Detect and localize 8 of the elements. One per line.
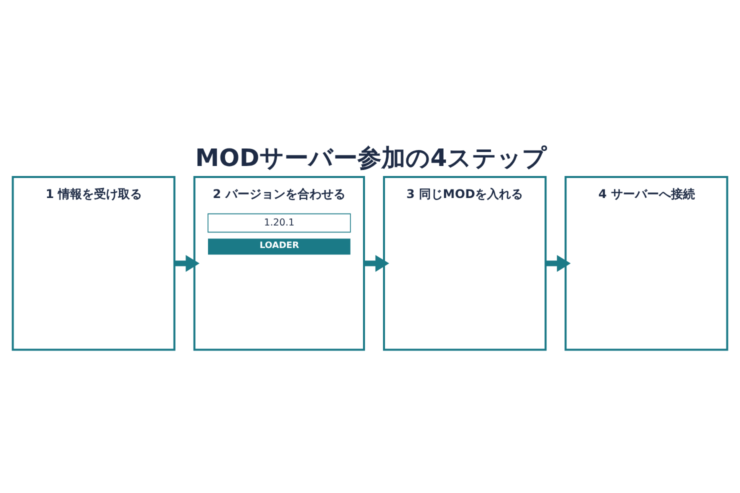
node-box: 4 サーバーへ接続 <box>564 176 728 350</box>
arrow <box>364 254 390 272</box>
diagram-title: MODサーバー参加の4ステップ <box>195 143 548 172</box>
node-box: 2 バージョンを合わせる 1.20.1 LOADER <box>193 176 365 350</box>
arrow <box>174 254 200 272</box>
arrow <box>546 254 571 272</box>
node-box: 1 情報を受け取る <box>12 176 176 350</box>
node-box: 3 同じMODを入れる <box>383 176 547 350</box>
